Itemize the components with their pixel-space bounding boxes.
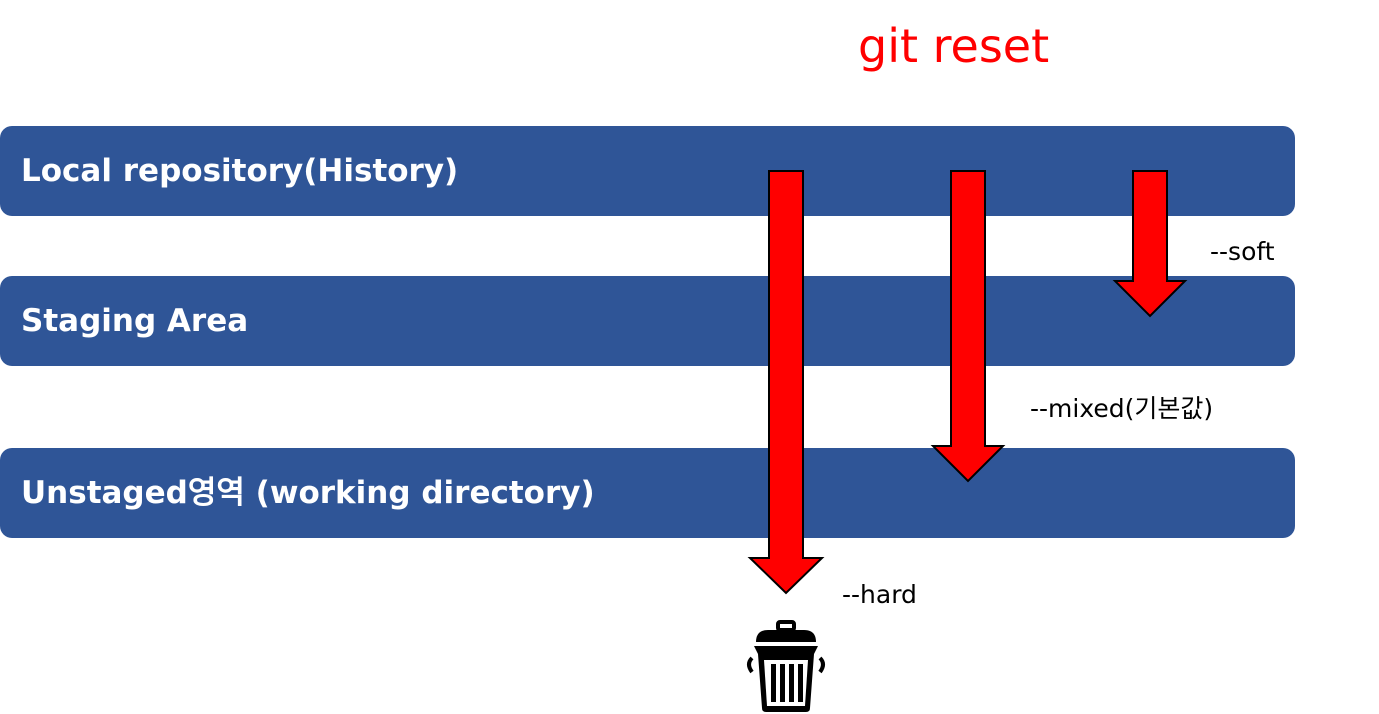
trash-can-icon: [747, 620, 825, 712]
unstaged-area-band: Unstaged영역 (working directory): [0, 448, 1295, 538]
staging-area-band: Staging Area: [0, 276, 1295, 366]
hard-option-label: --hard: [842, 580, 917, 609]
local-repository-label: Local repository(History): [21, 153, 459, 189]
soft-option-label: --soft: [1210, 237, 1275, 266]
mixed-arrow: [930, 170, 1006, 483]
soft-arrow: [1112, 170, 1188, 318]
local-repository-band: Local repository(History): [0, 126, 1295, 216]
unstaged-area-label: Unstaged영역 (working directory): [21, 475, 595, 511]
staging-area-label: Staging Area: [21, 303, 249, 339]
mixed-option-label: --mixed(기본값): [1030, 394, 1214, 423]
hard-arrow: [747, 170, 825, 595]
diagram-title: git reset: [858, 19, 1050, 73]
